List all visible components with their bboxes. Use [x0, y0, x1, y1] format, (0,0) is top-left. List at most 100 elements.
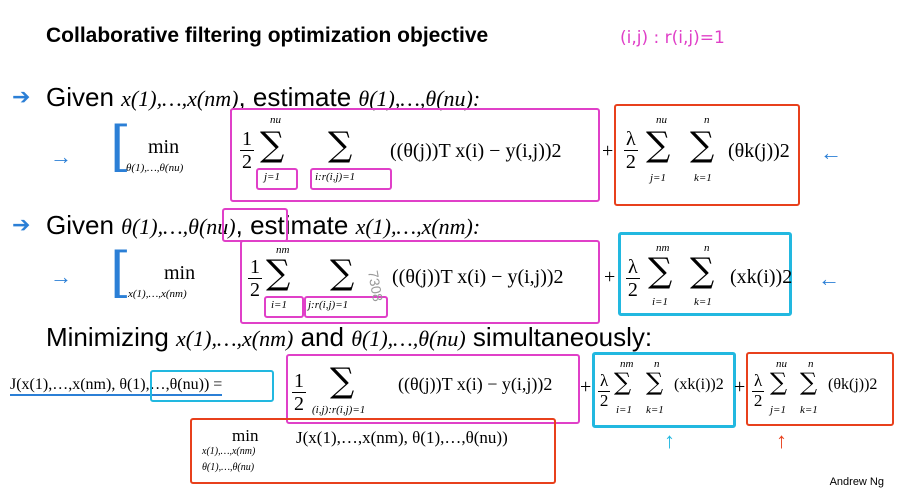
- eq2-loss-box: [240, 240, 600, 324]
- arrow-up-icon: ↑: [664, 428, 675, 453]
- eq1-sum2-bot: i:r(i,j)=1: [315, 171, 356, 183]
- given-vars: θ(1),…,θ(nu): [121, 214, 236, 239]
- given-vars-box: [222, 208, 288, 242]
- eq1-sum1-bot: j=1: [264, 171, 280, 183]
- sum-icon: ∑: [260, 125, 285, 165]
- eq2-reg-bot2: k=1: [694, 296, 712, 308]
- minimizing-and: and: [300, 322, 344, 352]
- given-heading-2: Given θ(1),…,θ(nu), estimate x(1),…,x(nm…: [46, 210, 480, 241]
- eq3-lhs: J(x(1),…,x(nm), θ(1),…,θ(nu)) =: [10, 376, 223, 396]
- eq3-reg1-bot2: k=1: [646, 404, 664, 416]
- arrow-right-icon: →: [50, 144, 72, 169]
- minimizing-word: Minimizing: [46, 322, 169, 352]
- eq3-reg1-top1: nm: [620, 358, 634, 370]
- given-word: Given: [46, 210, 114, 240]
- eq3-reg1-bot1: i=1: [616, 404, 632, 416]
- plus-sign: +: [604, 266, 616, 288]
- eq1-loss-box: [230, 108, 600, 202]
- handwritten-annotation: (i,j) : r(i,j)=1: [620, 28, 725, 48]
- arrow-left-icon: ←: [820, 140, 842, 165]
- eq2-reg: (xk(i))2: [730, 266, 793, 288]
- sum-icon: ∑: [614, 368, 632, 396]
- eq3-reg2-top1: nu: [776, 358, 787, 370]
- sum-icon: ∑: [648, 251, 673, 291]
- arrow-up-icon: ↑: [776, 428, 787, 453]
- plus-sign: +: [580, 376, 592, 398]
- eq2-reg-top1: nm: [656, 242, 670, 254]
- eq3-reg2-top2: n: [808, 358, 814, 370]
- eq3-reg1-box: [592, 352, 736, 428]
- bracket-icon: [: [110, 241, 132, 304]
- eq1-reg-bot1: j=1: [650, 172, 666, 184]
- given-mid: , estimate: [235, 210, 349, 240]
- eq1-reg: (θk(j))2: [728, 140, 790, 162]
- eq2-min: min: [164, 262, 196, 284]
- eq2-sum1-bot-box: [264, 296, 304, 318]
- eq1-min-under: θ(1),…,θ(nu): [126, 162, 184, 174]
- arrow-left-icon: ←: [818, 266, 840, 291]
- eq2-reg-box: [618, 232, 792, 316]
- arrow-right-icon: ➔: [12, 84, 31, 109]
- eq1-reg-top1: nu: [656, 114, 667, 126]
- given-targets: θ(1),…,θ(nu):: [358, 86, 481, 111]
- minimizing-a: x(1),…,x(nm): [176, 326, 294, 351]
- arrow-right-icon: →: [50, 264, 72, 289]
- eq3-reg2-box: [746, 352, 894, 426]
- eq2-sum1-top: nm: [276, 244, 290, 256]
- plus-sign: +: [602, 140, 614, 162]
- eq2-reg-top2: n: [704, 242, 710, 254]
- sum-icon: ∑: [800, 368, 818, 396]
- eq1-term: ((θ(j))T x(i) − y(i,j))2: [390, 140, 562, 162]
- sum-icon: ∑: [330, 253, 355, 293]
- given-word: Given: [46, 82, 114, 112]
- sum-icon: ∑: [770, 368, 788, 396]
- given-targets: x(1),…,x(nm):: [355, 214, 481, 239]
- arrow-right-icon: ➔: [12, 212, 31, 237]
- eq1-sum1-top: nu: [270, 114, 281, 126]
- bracket-icon: [: [110, 115, 132, 178]
- eq2-reg-bot1: i=1: [652, 296, 668, 308]
- eq1-reg-bot2: k=1: [694, 172, 712, 184]
- sum-icon: ∑: [330, 361, 355, 401]
- eq1-sum1-bot-box: [256, 168, 298, 190]
- eq3-reg2-bot2: k=1: [800, 404, 818, 416]
- minimizing-b: θ(1),…,θ(nu): [351, 326, 466, 351]
- eq3-reg2-bot1: j=1: [770, 404, 786, 416]
- eq1-sum2-bot-box: [310, 168, 392, 190]
- plus-sign: +: [734, 376, 746, 398]
- eq1-min: min: [148, 136, 180, 158]
- eq2-min-under: x(1),…,x(nm): [128, 288, 187, 300]
- minimizing-end: simultaneously:: [472, 322, 653, 352]
- eq3-reg1: (xk(i))2: [674, 376, 724, 393]
- eq4-under2: θ(1),…,θ(nu): [202, 462, 255, 473]
- eq3-reg2: (θk(j))2: [828, 376, 878, 393]
- eq1-reg-top2: n: [704, 114, 710, 126]
- eq4-under1: x(1),…,x(nm): [202, 446, 256, 457]
- sum-icon: ∑: [646, 125, 671, 165]
- eq3-theta-box: [150, 370, 274, 402]
- eq4-body: J(x(1),…,x(nm), θ(1),…,θ(nu)): [296, 428, 508, 447]
- sum-icon: ∑: [690, 251, 715, 291]
- author-credit: Andrew Ng: [829, 476, 884, 488]
- eq3-term: ((θ(j))T x(i) − y(i,j))2: [398, 374, 553, 394]
- eq2-term: ((θ(j))T x(i) − y(i,j))2: [392, 266, 564, 288]
- eq3-loss-box: [286, 354, 580, 424]
- given-mid: , estimate: [238, 82, 352, 112]
- eq2-sum1-bot: i=1: [271, 299, 287, 311]
- sum-icon: ∑: [266, 253, 291, 293]
- sum-icon: ∑: [646, 368, 664, 396]
- sum-icon: ∑: [690, 125, 715, 165]
- eq2-sum2-bot-box: [304, 296, 388, 318]
- slide-title: Collaborative filtering optimization obj…: [46, 24, 489, 47]
- given-heading-1: Given x(1),…,x(nm), estimate θ(1),…,θ(nu…: [46, 82, 480, 113]
- sum-icon: ∑: [328, 125, 353, 165]
- given-vars: x(1),…,x(nm): [121, 86, 239, 111]
- eq4-min: min: [232, 426, 259, 445]
